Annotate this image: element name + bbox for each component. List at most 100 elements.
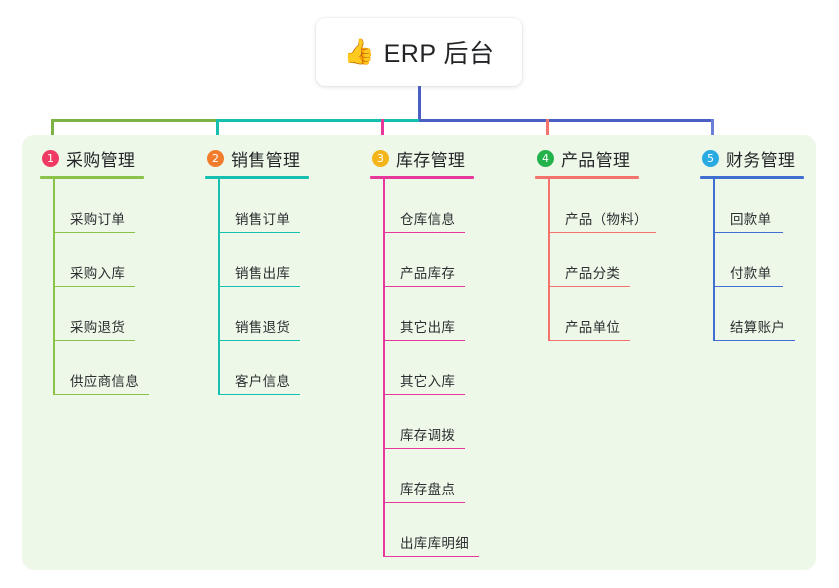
- leaf-list: 仓库信息产品库存其它出库其它入库库存调拨库存盘点出库库明细: [370, 179, 479, 557]
- leaf-underline: [548, 285, 630, 287]
- leaf-underline: [53, 393, 149, 395]
- leaf-underline: [218, 339, 300, 341]
- leaf-underline: [713, 339, 795, 341]
- branch-title: 采购管理: [66, 150, 136, 170]
- leaf-item-label: 销售出库: [235, 266, 291, 281]
- branch-column-3: 3 库存管理仓库信息产品库存其它出库其它入库库存调拨库存盘点出库库明细: [370, 145, 479, 557]
- leaf-list: 回款单付款单结算账户: [700, 179, 804, 341]
- connector-bar-segment-3: [419, 119, 714, 122]
- leaf-underline: [383, 501, 465, 503]
- branch-underline: [40, 176, 144, 179]
- leaf-item[interactable]: 采购入库: [40, 233, 144, 287]
- leaf-item[interactable]: 产品分类: [535, 233, 648, 287]
- branch-underline: [535, 176, 639, 179]
- leaf-underline: [383, 339, 465, 341]
- leaf-spine: [383, 179, 385, 557]
- leaf-item-label: 采购退货: [70, 320, 126, 335]
- branch-header-4[interactable]: 4 产品管理: [535, 145, 648, 171]
- leaf-spine: [53, 179, 55, 395]
- leaf-spine: [548, 179, 550, 341]
- leaf-item-label: 出库库明细: [400, 536, 469, 551]
- leaf-item-label: 库存盘点: [400, 482, 456, 497]
- leaf-item-label: 仓库信息: [400, 212, 456, 227]
- leaf-underline: [218, 285, 300, 287]
- leaf-underline: [218, 393, 300, 395]
- branch-header-3[interactable]: 3 库存管理: [370, 145, 474, 171]
- leaf-item-label: 采购订单: [70, 212, 126, 227]
- leaf-item[interactable]: 库存调拨: [370, 395, 474, 449]
- branch-header-5[interactable]: 5 财务管理: [700, 145, 804, 171]
- leaf-underline: [383, 285, 465, 287]
- leaf-item-label: 库存调拨: [400, 428, 456, 443]
- leaf-item[interactable]: 客户信息: [205, 341, 309, 395]
- leaf-list: 采购订单采购入库采购退货供应商信息: [40, 179, 149, 395]
- leaf-underline: [218, 231, 300, 233]
- leaf-item[interactable]: 采购订单: [40, 179, 144, 233]
- leaf-item-label: 销售退货: [235, 320, 291, 335]
- leaf-item[interactable]: 仓库信息: [370, 179, 474, 233]
- branch-number-badge: 5: [702, 149, 719, 167]
- branch-header-1[interactable]: 1 采购管理: [40, 145, 144, 171]
- branch-underline: [370, 176, 474, 179]
- leaf-item-label: 产品分类: [565, 266, 621, 281]
- connector-bar-segment-2: [217, 119, 419, 122]
- leaf-underline: [548, 231, 656, 233]
- leaf-underline: [713, 285, 783, 287]
- branch-title: 库存管理: [396, 150, 466, 170]
- branch-number-badge: 3: [372, 149, 389, 167]
- leaf-item-label: 产品（物料）: [565, 212, 648, 227]
- leaf-spine: [218, 179, 220, 395]
- leaf-underline: [383, 393, 465, 395]
- branch-underline: [700, 176, 804, 179]
- leaf-item[interactable]: 供应商信息: [40, 341, 149, 395]
- leaf-underline: [383, 555, 479, 557]
- branch-number-badge: 1: [42, 149, 59, 167]
- leaf-item-label: 其它出库: [400, 320, 456, 335]
- leaf-item-label: 产品单位: [565, 320, 621, 335]
- leaf-item-label: 采购入库: [70, 266, 126, 281]
- leaf-underline: [53, 285, 135, 287]
- leaf-underline: [713, 231, 783, 233]
- leaf-underline: [53, 231, 135, 233]
- leaf-item[interactable]: 产品（物料）: [535, 179, 656, 233]
- leaf-item[interactable]: 销售退货: [205, 287, 309, 341]
- leaf-spine: [713, 179, 715, 341]
- thumbs-up-icon: 👍: [343, 37, 375, 66]
- branch-number-badge: 4: [537, 149, 554, 167]
- root-node[interactable]: 👍 ERP 后台: [316, 18, 522, 86]
- leaf-underline: [53, 339, 135, 341]
- leaf-item-label: 其它入库: [400, 374, 456, 389]
- branch-underline: [205, 176, 309, 179]
- leaf-item[interactable]: 出库库明细: [370, 503, 479, 557]
- branch-title: 销售管理: [231, 150, 301, 170]
- leaf-item[interactable]: 采购退货: [40, 287, 144, 341]
- leaf-item[interactable]: 回款单: [700, 179, 804, 233]
- branch-panel: [22, 135, 816, 570]
- leaf-list: 产品（物料） 产品分类产品单位: [535, 179, 656, 341]
- leaf-item[interactable]: 产品库存: [370, 233, 474, 287]
- leaf-item-label: 客户信息: [235, 374, 291, 389]
- leaf-underline: [383, 231, 465, 233]
- leaf-item[interactable]: 其它入库: [370, 341, 474, 395]
- leaf-item-label: 付款单: [730, 266, 772, 281]
- leaf-item-label: 回款单: [730, 212, 772, 227]
- leaf-list: 销售订单销售出库销售退货客户信息: [205, 179, 309, 395]
- branch-column-1: 1 采购管理采购订单采购入库采购退货供应商信息: [40, 145, 149, 395]
- branch-title: 财务管理: [726, 150, 796, 170]
- leaf-item[interactable]: 销售出库: [205, 233, 309, 287]
- leaf-item[interactable]: 结算账户: [700, 287, 804, 341]
- leaf-item-label: 产品库存: [400, 266, 456, 281]
- leaf-item[interactable]: 销售订单: [205, 179, 309, 233]
- leaf-item[interactable]: 付款单: [700, 233, 804, 287]
- leaf-item[interactable]: 库存盘点: [370, 449, 474, 503]
- leaf-item[interactable]: 产品单位: [535, 287, 648, 341]
- trunk-line: [417, 86, 421, 121]
- root-node-title: ERP 后台: [383, 40, 495, 68]
- branch-title: 产品管理: [561, 150, 631, 170]
- branch-column-4: 4 产品管理产品（物料） 产品分类产品单位: [535, 145, 656, 341]
- leaf-item[interactable]: 其它出库: [370, 287, 474, 341]
- leaf-item-label: 销售订单: [235, 212, 291, 227]
